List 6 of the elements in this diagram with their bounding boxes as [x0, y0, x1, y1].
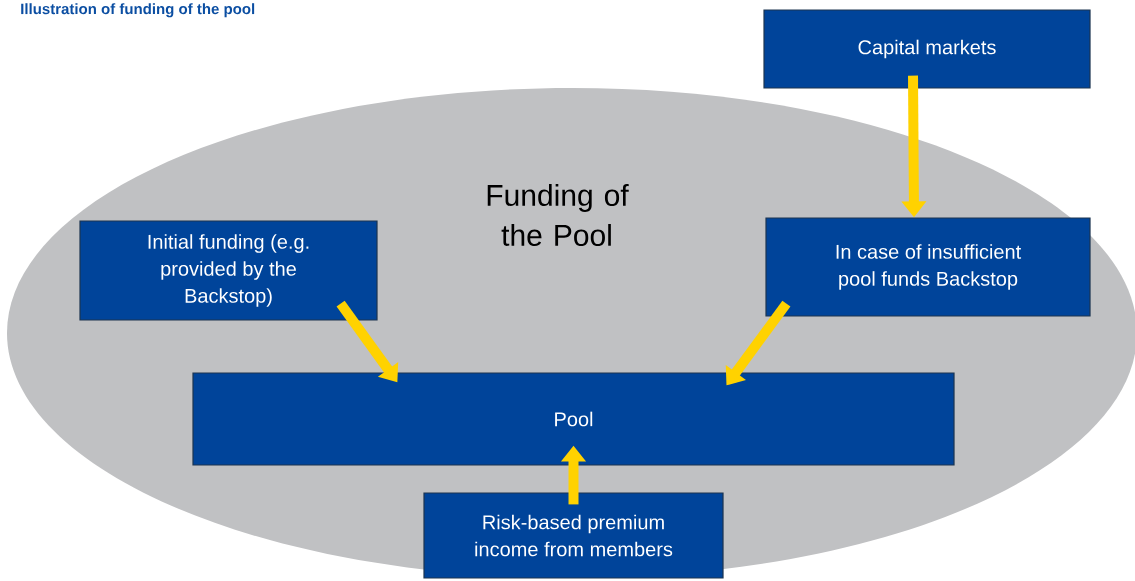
- process-box: Risk-based premium income from members: [423, 492, 724, 579]
- process-box: Initial funding (e.g. provided by the Backstop): [79, 220, 378, 321]
- process-box: Capital markets: [763, 9, 1091, 89]
- process-box: Pool: [192, 372, 955, 466]
- title: Illustration of funding of the pool: [21, 3, 255, 18]
- process-box: In case of insufficient pool funds Backstop: [765, 217, 1091, 317]
